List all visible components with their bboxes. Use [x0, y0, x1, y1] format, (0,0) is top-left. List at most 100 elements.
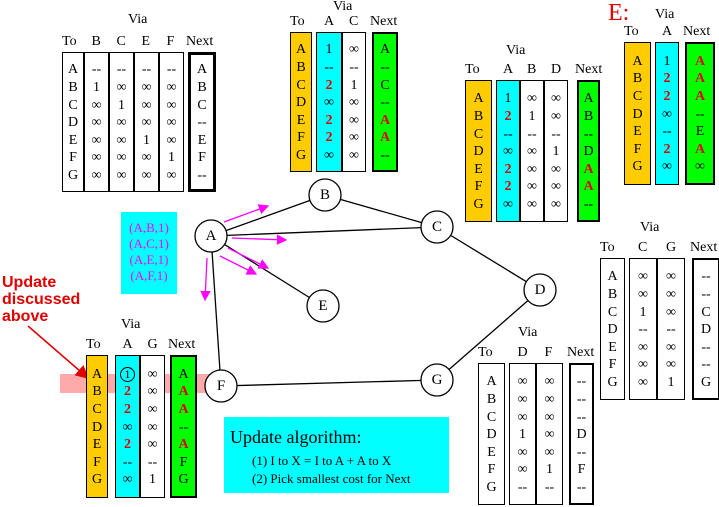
node-label-a: A — [206, 228, 217, 244]
dest-cell: C — [632, 89, 643, 105]
next-hop-cell: -- — [576, 374, 587, 390]
dest-cell: B — [473, 108, 484, 124]
cost-cell: ∞ — [517, 462, 528, 478]
next-hop-cell: A — [583, 179, 594, 195]
cost-cell: ∞ — [638, 286, 648, 302]
next-hop-cell: A — [583, 161, 594, 177]
next-hop-cell: -- — [576, 391, 587, 407]
via-header-d: D — [551, 62, 562, 77]
to-label: To — [86, 337, 101, 352]
next-hop-cell: -- — [701, 339, 711, 355]
next-hop-cell: F — [577, 462, 586, 478]
next-hop-cell: E — [695, 124, 705, 140]
dest-cell: D — [473, 144, 484, 160]
via-column-f: --∞∞∞∞1∞ — [159, 52, 184, 192]
via-header-f: F — [166, 34, 175, 49]
via-column-g: ∞∞∞∞∞--1 — [140, 355, 165, 498]
cost-cell: 1 — [663, 53, 671, 69]
cost-cell: 1 — [552, 144, 560, 160]
via-column-c: ∞--1∞∞∞∞ — [342, 32, 366, 172]
next-hop-cell: A — [178, 437, 189, 453]
algorithm-step-2: (2) Pick smallest cost for Next — [252, 471, 411, 486]
node-e — [306, 289, 340, 323]
cost-cell: -- — [551, 126, 561, 142]
next-hop-cell: B — [197, 79, 207, 95]
cost-cell: ∞ — [141, 115, 152, 131]
node-label-b: B — [320, 187, 330, 203]
to-label: To — [600, 240, 615, 255]
dest-cell: B — [486, 391, 497, 407]
cost-cell: ∞ — [544, 409, 555, 425]
dest-cell: G — [632, 159, 643, 175]
node-b — [308, 178, 342, 212]
cost-cell: ∞ — [666, 304, 676, 320]
cost-cell: ∞ — [349, 42, 359, 58]
cost-cell: -- — [324, 59, 334, 75]
via-header-a: A — [122, 337, 133, 352]
cost-cell: 2 — [124, 437, 131, 453]
cost-cell: 1 — [93, 79, 100, 95]
dest-cell: E — [474, 161, 483, 177]
next-hop-column: ------D--F-- — [569, 363, 594, 505]
cost-cell: ∞ — [141, 150, 152, 166]
cost-cell: ∞ — [116, 150, 127, 166]
cost-cell: ∞ — [666, 286, 676, 302]
algorithm-title: Update algorithm: — [230, 427, 362, 447]
next-hop-cell: A — [178, 402, 189, 418]
cost-cell: 1 — [149, 472, 156, 488]
cost-cell: 1 — [116, 366, 139, 384]
cost-cell: ∞ — [666, 357, 676, 373]
via-label: Via — [121, 317, 141, 332]
cost-cell: ∞ — [349, 130, 359, 146]
next-hop-cell: B — [583, 108, 594, 124]
node-label-e: E — [318, 298, 327, 314]
via-header-c: C — [116, 34, 126, 49]
cost-cell: ∞ — [517, 409, 528, 425]
via-header-e: E — [141, 34, 151, 49]
dest-cell: G — [486, 479, 497, 495]
next-label: Next — [690, 240, 718, 255]
cost-cell: ∞ — [147, 419, 158, 435]
to-label: To — [62, 34, 77, 49]
cost-cell: ∞ — [116, 79, 127, 95]
dest-cell: A — [473, 91, 484, 107]
link-a-c — [210, 226, 438, 237]
dest-cell: C — [486, 409, 497, 425]
node-a — [194, 219, 228, 253]
message-item: (A,F,1) — [130, 268, 168, 283]
dest-cell: B — [296, 59, 306, 75]
next-hop-cell: -- — [576, 409, 587, 425]
dest-cell: E — [633, 124, 642, 140]
network-links — [210, 194, 541, 387]
cost-cell: 1 — [118, 97, 125, 113]
cost-cell: ∞ — [147, 366, 158, 382]
via-column-c: --∞1∞∞∞∞ — [109, 52, 134, 192]
via-header-g: G — [666, 240, 677, 255]
next-hop-cell: F — [198, 150, 206, 166]
next-hop-cell: -- — [695, 106, 705, 122]
cost-cell: ∞ — [551, 161, 561, 177]
next-hop-cell: C — [701, 304, 711, 320]
next-hop-cell: A — [379, 130, 391, 146]
via-label: Via — [333, 0, 353, 14]
cost-cell: -- — [166, 62, 177, 78]
via-column-b: ∞1--∞∞∞∞ — [520, 80, 544, 222]
cost-cell: -- — [544, 479, 555, 495]
cost-cell: 1 — [519, 427, 526, 443]
cost-cell: 2 — [504, 108, 512, 124]
algorithm-step-1: (1) I to X = I to A + A to X — [252, 453, 392, 468]
next-hop-cell: A — [379, 112, 391, 128]
via-header-d: D — [517, 345, 528, 360]
link-g-f — [220, 379, 438, 387]
note-line-3: above — [2, 308, 49, 325]
cost-cell: ∞ — [527, 91, 537, 107]
via-header-a: A — [662, 24, 673, 39]
cost-cell: -- — [662, 124, 672, 140]
dest-cell: D — [91, 419, 103, 435]
